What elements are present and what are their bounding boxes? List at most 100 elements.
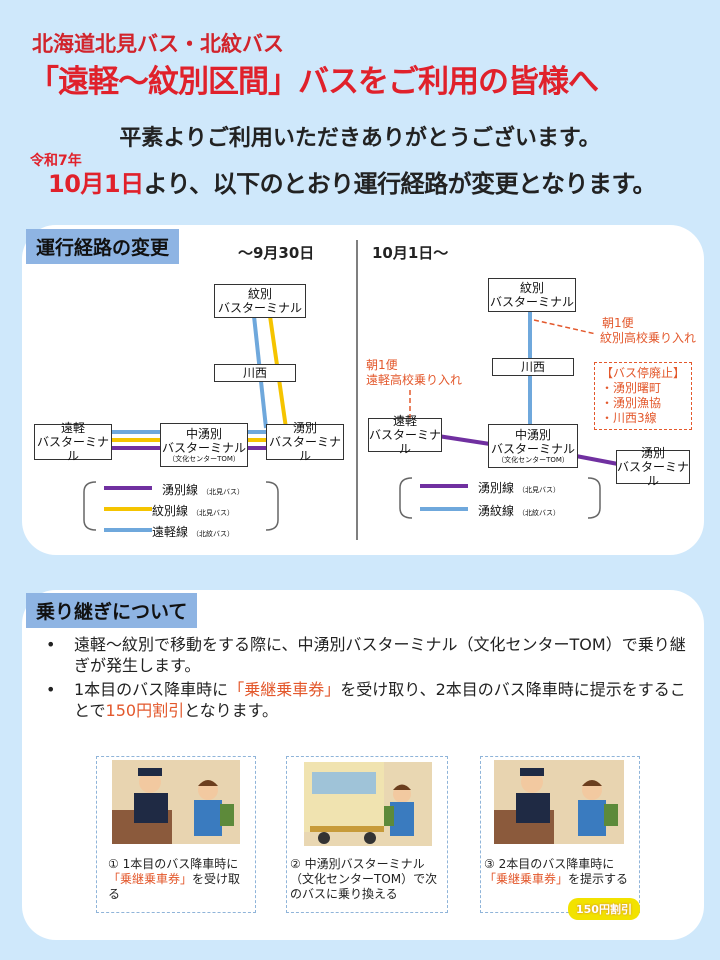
before-period: ～9月30日 bbox=[238, 244, 315, 262]
abolished-stop: ・湧別漁協 bbox=[601, 396, 662, 410]
after-legend-bracket-right bbox=[587, 477, 601, 519]
legend-after-yubetsu: 湧別線（北見バス） bbox=[478, 479, 560, 496]
before-legend-bracket-left bbox=[83, 481, 97, 531]
route-divider bbox=[356, 240, 358, 540]
ticket-name: 「乗継乗車券」 bbox=[228, 680, 341, 699]
legend-name: 遠軽線 bbox=[152, 525, 189, 539]
legend-name: 湧紋線 bbox=[478, 504, 515, 518]
legend-operator: （北紋バス） bbox=[192, 530, 235, 538]
before-stop-yubetsu: 湧別 バスターミナル bbox=[266, 421, 344, 463]
bullet-text: 遠軽～紋別で移動をする際に、中湧別バスターミナル（文化センターTOM）で乗り継ぎ… bbox=[74, 635, 686, 675]
stop-label: バスターミナル bbox=[217, 301, 302, 315]
stop-label: バスターミナル bbox=[490, 441, 575, 456]
stop-label: バスターミナル bbox=[617, 460, 690, 488]
step2-caption: ② 中湧別バスターミナル（文化センターTOM）で次のバスに乗り換える bbox=[290, 857, 446, 902]
legend-engaru: 遠軽線（北紋バス） bbox=[152, 523, 234, 540]
legend-swatch-after-yubetsu bbox=[420, 484, 468, 488]
after-yubetsu-line-east bbox=[575, 454, 619, 466]
before-legend-bracket-right bbox=[265, 481, 279, 531]
bullet-text: 1本目のバス降車時に「乗継乗車券」を受け取り、2本目のバス降車時に提示をすること… bbox=[74, 679, 686, 721]
stop-label: バスターミナル bbox=[36, 435, 109, 463]
abolished-stops-box: 【バス停廃止】 ・湧別曙町 ・湧別漁協 ・川西3線 bbox=[594, 362, 693, 430]
era-label: 令和7年 bbox=[30, 153, 82, 169]
stop-label: バスターミナル bbox=[161, 440, 246, 455]
abolished-title: 【バス停廃止】 bbox=[601, 366, 686, 380]
caption-text: 2本目のバス降車時に bbox=[498, 857, 615, 871]
legend-after-yumon: 湧紋線（北紋バス） bbox=[478, 502, 560, 519]
stop-label: 中湧別 bbox=[185, 426, 222, 441]
stop-label: 紋別 bbox=[519, 281, 544, 295]
step-number: ② bbox=[290, 857, 301, 871]
after-stop-yubetsu: 湧別 バスターミナル bbox=[616, 446, 690, 488]
legend-monbetsu: 紋別線（北見バス） bbox=[152, 502, 234, 519]
step1-caption: ① 1本目のバス降車時に「乗継乗車券」を受け取る bbox=[108, 857, 248, 902]
transfer-bullets: •遠軽～紋別で移動をする際に、中湧別バスターミナル（文化センターTOM）で乗り継… bbox=[46, 634, 686, 724]
after-stop-monbetsu: 紋別 バスターミナル bbox=[488, 278, 576, 312]
after-period: 10月1日～ bbox=[372, 244, 449, 262]
ticket-name: 「乗継乗車券」 bbox=[108, 872, 193, 886]
stop-label: バスターミナル bbox=[489, 295, 574, 309]
route-map bbox=[83, 310, 619, 531]
before-stop-nakayubetsu: 中湧別 バスターミナル （文化センターTOM） bbox=[160, 423, 248, 467]
caption-text: 中湧別バスターミナル（文化センターTOM）で次のバスに乗り換える bbox=[290, 857, 438, 901]
page-title: 「遠軽～紋別区間」バスをご利用の皆様へ bbox=[28, 64, 599, 100]
before-stop-monbetsu: 紋別 バスターミナル bbox=[214, 284, 306, 318]
after-legend-bracket-left bbox=[399, 477, 413, 519]
stop-label: 遠軽 bbox=[392, 414, 417, 428]
after-stop-engaru: 遠軽 バスターミナル bbox=[368, 414, 442, 456]
caption-text: を提示する bbox=[568, 872, 629, 886]
step2-illustration bbox=[304, 762, 432, 846]
stop-label: バスターミナル bbox=[369, 428, 442, 456]
step1-illustration bbox=[112, 760, 240, 844]
legend-swatch-yubetsu bbox=[104, 486, 152, 490]
note-line: 遠軽高校乗り入れ bbox=[366, 373, 463, 387]
bullet-item: •1本目のバス降車時に「乗継乗車券」を受け取り、2本目のバス降車時に提示をするこ… bbox=[46, 679, 686, 721]
stop-label: バスターミナル bbox=[268, 435, 341, 463]
legend-swatch-monbetsu bbox=[104, 507, 152, 511]
effective-date: 10月1日 bbox=[48, 170, 144, 198]
stop-label: 紋別 bbox=[247, 287, 272, 301]
stop-label: 川西 bbox=[242, 366, 267, 380]
note-line: 朝1便 bbox=[366, 358, 398, 372]
legend-operator: （北見バス） bbox=[202, 488, 245, 496]
legend-swatch-after-yumon bbox=[420, 507, 468, 511]
step-number: ③ bbox=[484, 857, 495, 871]
text-segment: を受け取り、2本目のバス降車時に提示をすることで bbox=[74, 680, 686, 720]
legend-name: 湧別線 bbox=[478, 481, 515, 495]
discount-badge: 150円割引 bbox=[568, 898, 640, 920]
stop-note: （文化センターTOM） bbox=[168, 454, 240, 463]
before-stop-kawanishi: 川西 bbox=[214, 364, 296, 382]
transfer-heading: 乗り継ぎについて bbox=[26, 593, 198, 628]
announcement-rest: より、以下のとおり運行経路が変更となります。 bbox=[143, 170, 657, 198]
route-change-heading: 運行経路の変更 bbox=[26, 229, 180, 264]
discount-text: 150円割引 bbox=[105, 701, 185, 720]
stop-label: 湧別 bbox=[292, 421, 317, 435]
legend-name: 湧別線 bbox=[162, 483, 199, 497]
abolished-stop: ・湧別曙町 bbox=[601, 381, 662, 395]
caption-text: 1本目のバス降車時に bbox=[122, 857, 239, 871]
legend-operator: （北見バス） bbox=[518, 486, 561, 494]
engaru-school-note: 朝1便 遠軽高校乗り入れ bbox=[366, 358, 462, 388]
abolished-stop: ・川西3線 bbox=[601, 411, 657, 425]
caption-text: を受け取る bbox=[108, 872, 241, 901]
step-number: ① bbox=[108, 857, 119, 871]
step3-caption: ③ 2本目のバス降車時に「乗継乗車券」を提示する bbox=[484, 857, 638, 887]
after-yubetsu-line-west bbox=[437, 434, 491, 446]
greeting-text: 平素よりご利用いただきありがとうございます。 bbox=[119, 126, 601, 151]
legend-swatch-engaru bbox=[104, 528, 152, 532]
announcement-line: 10月1日より、以下のとおり運行経路が変更となります。 bbox=[48, 164, 657, 199]
legend-operator: （北紋バス） bbox=[518, 509, 561, 517]
stop-label: 中湧別 bbox=[514, 427, 551, 442]
stop-label: 遠軽 bbox=[60, 421, 85, 435]
stop-label: 湧別 bbox=[640, 446, 665, 460]
note-line: 紋別高校乗り入れ bbox=[600, 331, 697, 345]
monbetsu-school-pointer bbox=[533, 319, 597, 335]
monbetsu-school-note: 朝1便 紋別高校乗り入れ bbox=[600, 316, 697, 346]
legend-operator: （北見バス） bbox=[192, 509, 235, 517]
step3-illustration bbox=[494, 760, 624, 844]
after-stop-kawanishi: 川西 bbox=[492, 358, 574, 376]
note-line: 朝1便 bbox=[602, 316, 634, 330]
legend-name: 紋別線 bbox=[152, 504, 189, 518]
text-segment: となります。 bbox=[184, 701, 278, 720]
legend-yubetsu: 湧別線（北見バス） bbox=[162, 481, 244, 498]
